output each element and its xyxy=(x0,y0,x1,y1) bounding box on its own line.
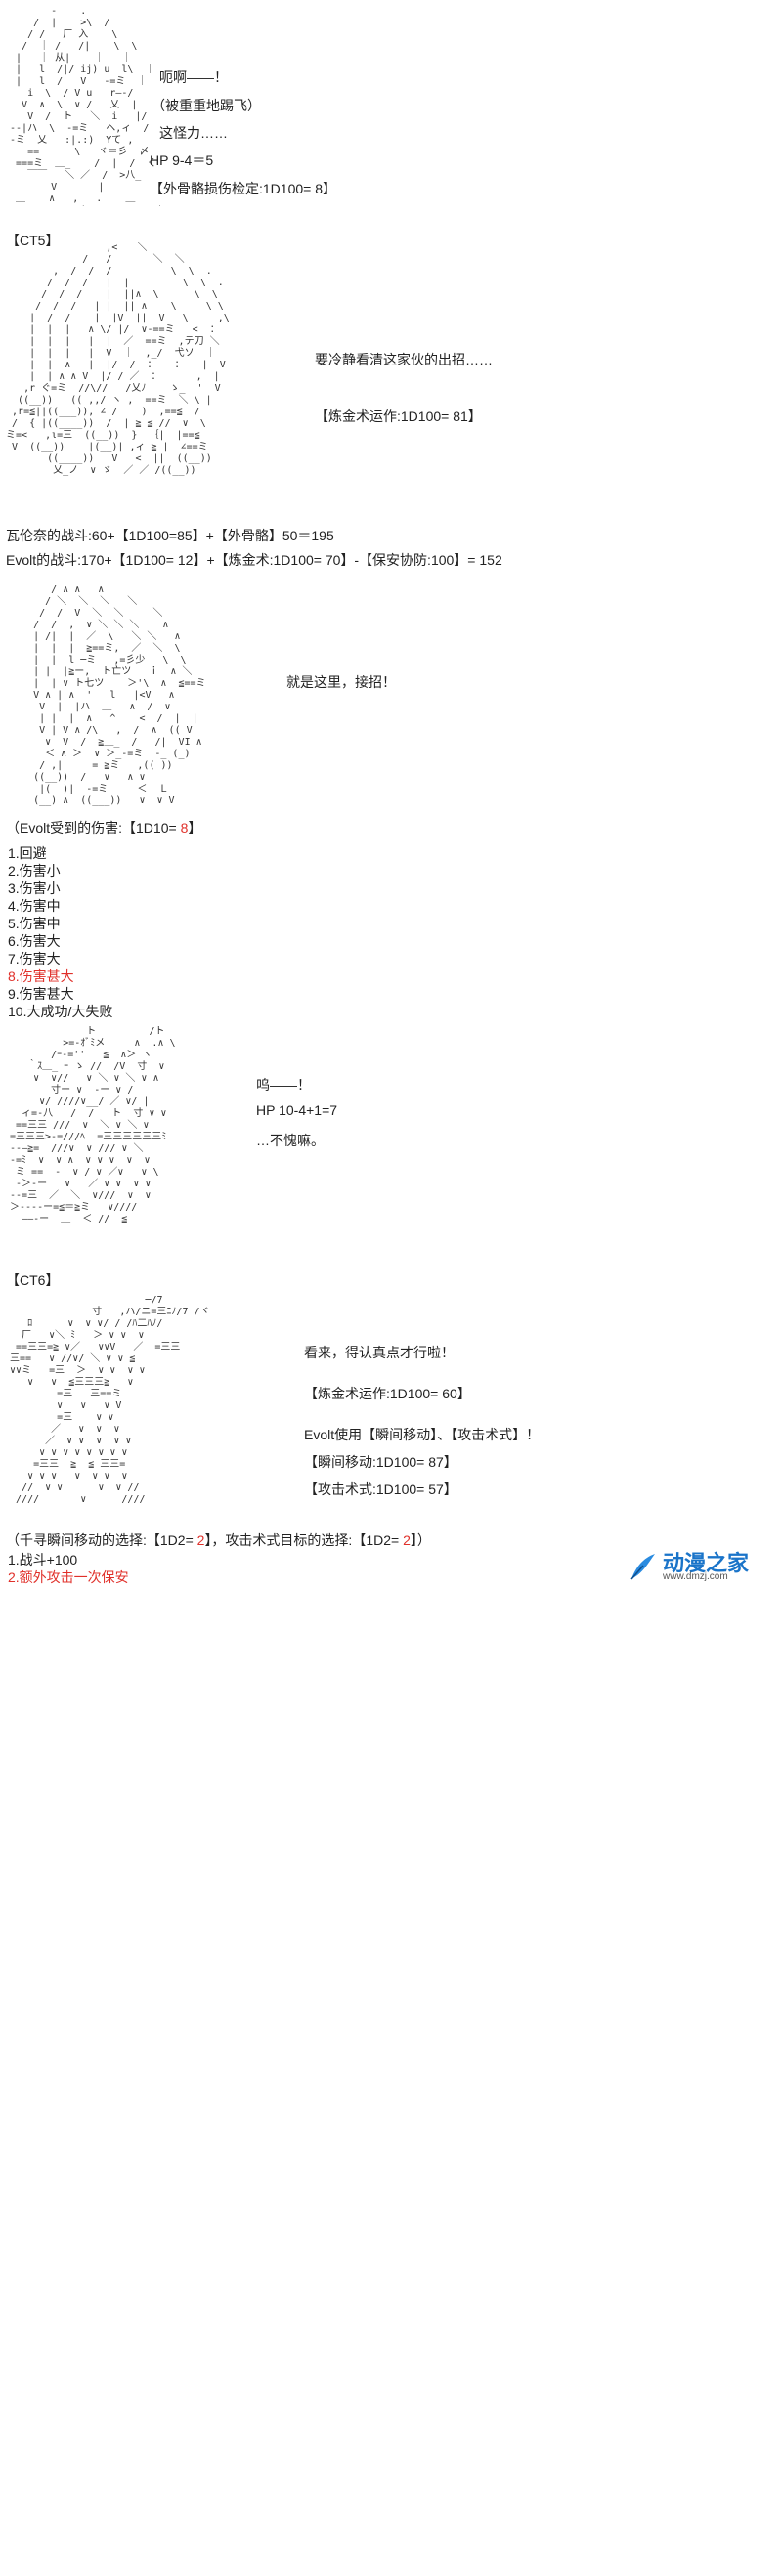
turn-label: 【CT5】 xyxy=(6,233,60,248)
site-name: 动漫之家 xyxy=(663,1550,750,1575)
dialogue-line: …不愧嘛。 xyxy=(256,1133,325,1148)
feather-logo-icon xyxy=(630,1554,655,1580)
dialogue-line: 呃啊——！ xyxy=(159,69,228,85)
dialogue-line: 这怪力…… xyxy=(159,125,228,141)
turn-label: 【CT6】 xyxy=(6,1272,60,1288)
hp-status: HP 10-4+1=7 xyxy=(256,1102,338,1118)
damage-option: 2.伤害小 xyxy=(8,863,61,879)
dialogue-line: 要冷静看清这家伙的出招…… xyxy=(315,352,493,367)
damage-options-list: 1.回避 2.伤害小 3.伤害小 4.伤害中 5.伤害中 6.伤害大 7.伤害大… xyxy=(8,844,112,1020)
ascii-art-panel-5: ─/7 寸 ,ハ/ニ=三ﾆﾉ/7 /ヾ ﾛ ∨ ∨ ∨/ / /ﾊ二ﾊﾉ/ 厂 … xyxy=(10,1295,210,1505)
damage-roll-suffix: 】 xyxy=(188,820,202,836)
damage-option: 6.伤害大 xyxy=(8,933,61,949)
battle-stat: 瓦伦奈的战斗:60+【1D100=85】+【外骨骼】50＝195 xyxy=(6,528,334,543)
dialogue-line: 就是这里，接招！ xyxy=(286,674,396,690)
damage-option: 4.伤害中 xyxy=(8,898,61,914)
choice-option-selected: 2.额外攻击一次保安 xyxy=(8,1569,129,1585)
dialogue-line: 看来，得认真点才行啦！ xyxy=(304,1345,455,1360)
ascii-art-panel-3: / ∧ ∧ ∧ / ＼ ＼ ＼ ＼ / / V ＼ ＼ ＼ / / , ∨ ＼ … xyxy=(33,584,206,806)
site-watermark: 动漫之家 www.dmzj.com xyxy=(626,1544,772,1589)
choice-roll-text: （千寻瞬间移动的选择:【1D2= xyxy=(6,1532,197,1548)
dialogue-line: 呜——！ xyxy=(256,1077,311,1093)
choice-roll-text: 】，攻击术式目标的选择:【1D2= xyxy=(204,1532,404,1548)
damage-option: 7.伤害大 xyxy=(8,951,61,966)
dialogue-line: （被重重地踢飞） xyxy=(152,98,261,113)
choice-roll-value: 2 xyxy=(196,1532,205,1548)
ascii-art-panel-1: - . / | >\ / / / 厂 入 \ / ｜ / /| \ \ | ｜ … xyxy=(10,6,163,206)
choice-option: 1.战斗+100 xyxy=(8,1552,78,1567)
damage-option-selected: 8.伤害甚大 xyxy=(8,968,74,984)
dice-check: 【外骨骼损伤检定:1D100= 8】 xyxy=(150,181,336,196)
dice-check: 【瞬间移动:1D100= 87】 xyxy=(304,1454,457,1470)
dialogue-line: Evolt使用【瞬间移动】、【攻击术式】！ xyxy=(304,1427,541,1442)
damage-roll-value: 8 xyxy=(180,820,189,836)
dice-check: 【炼金术运作:1D100= 81】 xyxy=(315,408,482,424)
choice-roll: （千寻瞬间移动的选择:【1D2= 2】，攻击术式目标的选择:【1D2= 2】） xyxy=(6,1530,431,1550)
choice-roll-text: 】） xyxy=(410,1532,431,1548)
damage-roll-prefix: （Evolt受到的伤害:【1D10= xyxy=(6,820,181,836)
choice-options-list: 1.战斗+100 2.额外攻击一次保安 xyxy=(8,1551,129,1586)
damage-option: 3.伤害小 xyxy=(8,880,61,896)
choice-roll-value: 2 xyxy=(403,1532,411,1548)
hp-status: HP 9-4＝5 xyxy=(150,152,214,168)
damage-option: 9.伤害甚大 xyxy=(8,986,74,1002)
damage-option: 10.大成功/大失败 xyxy=(8,1004,113,1019)
site-url: www.dmzj.com xyxy=(663,1570,728,1582)
dice-check: 【攻击术式:1D100= 57】 xyxy=(304,1481,457,1497)
battle-stat: Evolt的战斗:170+【1D100= 12】+【炼金术:1D100= 70】… xyxy=(6,552,502,568)
damage-option: 5.伤害中 xyxy=(8,916,61,931)
damage-option: 1.回避 xyxy=(8,845,47,861)
ascii-art-panel-4: ト /ト >=-ｵﾞﾐメ ∧ .∧ \ /ｰ-='' ≦ ∧＞ ヽ ｀ｽ＿_ ｰ… xyxy=(10,1026,176,1224)
ascii-art-panel-2: ,<￣￣＼ / / ＼ ＼ , / / / \ \ . / / / | | \ … xyxy=(6,242,230,476)
damage-roll: （Evolt受到的伤害:【1D10= 8】 xyxy=(6,818,201,837)
dice-check: 【炼金术运作:1D100= 60】 xyxy=(304,1386,471,1401)
